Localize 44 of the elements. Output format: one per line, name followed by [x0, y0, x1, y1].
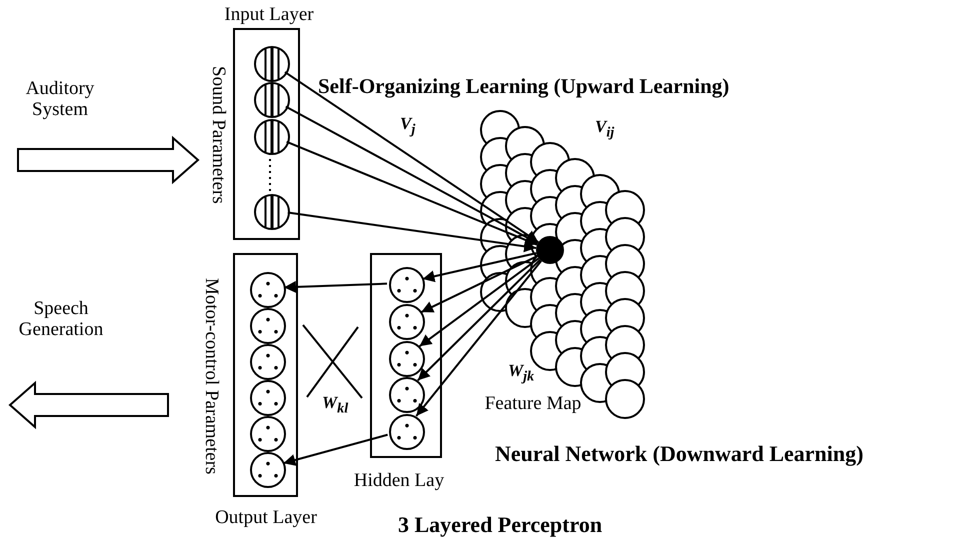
neuron-circle [250, 380, 286, 416]
neuron-circle [250, 308, 286, 344]
neuron-circle [389, 377, 425, 413]
arrow [422, 252, 537, 282]
arrow [283, 434, 388, 466]
dotted-line [269, 153, 271, 192]
section-title: Neural Network (Downward Learning) [495, 443, 864, 464]
neuron-circle [250, 344, 286, 380]
layer-title: Input Layer [223, 4, 315, 25]
arrow [284, 280, 388, 293]
arrow [288, 212, 536, 252]
block-arrow [8, 380, 169, 430]
arrow [284, 71, 539, 244]
arrow [286, 140, 538, 246]
neuron-circle [250, 452, 286, 488]
arrow [417, 259, 541, 382]
neuron-circle [254, 119, 290, 155]
block-arrow [17, 136, 200, 184]
neuron-circle [389, 341, 425, 377]
neuron-circle [254, 46, 290, 82]
layer-title: Hidden Lay [352, 470, 446, 491]
neuron-circle [254, 82, 290, 118]
input-label: Auditory System [24, 78, 96, 120]
neuron-circle [389, 414, 425, 450]
output-label: Speech Generation [18, 298, 104, 340]
arrow [285, 106, 538, 244]
arrow [416, 260, 542, 417]
weight-label: W$_{jk}$ [508, 360, 534, 386]
neuron-circle [254, 194, 290, 230]
neuron-circle [389, 267, 425, 303]
weight-label: V$_{j}$ [400, 113, 416, 140]
layer-title: Output Layer [214, 507, 318, 528]
axis-label: Sound Parameters [207, 65, 229, 206]
map-title: Feature Map [484, 393, 582, 414]
arrow [420, 255, 538, 314]
section-title: Self-Organizing Learning (Upward Learning) [318, 76, 730, 97]
weight-label: V$_{ij}$ [595, 116, 614, 142]
weight-label: W$_{kl}$ [322, 392, 348, 418]
neuron-circle [250, 416, 286, 452]
arrow [418, 258, 540, 348]
neuron-circle [250, 272, 286, 308]
diagram-caption: 3 Layered Perceptron [398, 514, 602, 535]
neuron-circle [389, 304, 425, 340]
axis-label: Motor-control Parameters [200, 276, 222, 476]
